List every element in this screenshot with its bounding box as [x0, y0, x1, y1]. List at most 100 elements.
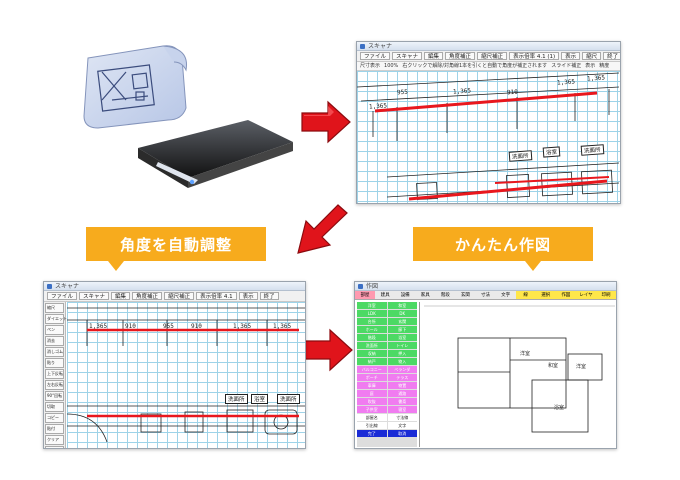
palette-button[interactable]: バルコニー	[357, 366, 387, 373]
palette-button[interactable]: 車庫	[357, 382, 387, 389]
dimension-label: 1,365	[273, 323, 292, 330]
side-tool-button[interactable]: クリア	[45, 435, 64, 445]
banner-easy-draw-label: かんたん作図	[454, 235, 551, 254]
side-tool-button[interactable]: 切取	[45, 402, 64, 412]
edit-button[interactable]: 編集	[111, 292, 131, 300]
side-tool-button[interactable]: 左右反転	[45, 380, 64, 390]
zoom-select[interactable]: 表示倍率 4.1 (1)	[509, 52, 560, 60]
palette-button[interactable]: 取消	[387, 430, 417, 437]
palette-button[interactable]: 子供室	[357, 406, 387, 413]
palette-button[interactable]: 階段	[357, 334, 387, 341]
scale-button[interactable]: 縮尺	[582, 52, 602, 60]
palette-button[interactable]: 書斎	[387, 398, 417, 405]
app-icon	[358, 284, 363, 289]
subbar-item[interactable]: 表示	[585, 63, 596, 69]
palette-button[interactable]: 引出線	[357, 422, 387, 429]
side-tool-button[interactable]: 貼り	[45, 358, 64, 368]
exit-button[interactable]: 終了	[603, 52, 620, 60]
angle-correct-button[interactable]: 角度補正	[445, 52, 476, 60]
palette-button[interactable]: 洗面所	[357, 342, 387, 349]
palette-button[interactable]: 洋室	[357, 302, 387, 309]
side-tool-button[interactable]: 印刷	[45, 446, 64, 448]
palette-button[interactable]: 通路	[387, 390, 417, 397]
palette-button[interactable]: 部屋名	[357, 414, 387, 421]
view-button[interactable]: 表示	[238, 292, 258, 300]
palette-button[interactable]: DK	[387, 310, 417, 317]
side-tool-button[interactable]: 90°回転	[45, 391, 64, 401]
category-tab[interactable]: 階段	[440, 293, 450, 298]
room-label: 洋室	[520, 351, 531, 357]
file-button[interactable]: ファイル	[360, 52, 391, 60]
side-tool-button[interactable]: ダイエット	[45, 314, 67, 324]
room-tag: 洗面所	[580, 144, 604, 156]
drawing-canvas[interactable]: 洋室 和室 洋室 浴室	[419, 302, 616, 447]
category-tab[interactable]: 寸法	[481, 293, 490, 298]
zoom-select[interactable]: 表示倍率 4.1	[196, 292, 237, 300]
side-tool-button[interactable]: コピー	[45, 413, 64, 423]
category-tab[interactable]: 家具	[420, 293, 430, 298]
scale-correct-button[interactable]: 縮尺補正	[164, 292, 195, 300]
edit-button[interactable]: 編集	[424, 52, 444, 60]
app-icon	[360, 44, 365, 49]
corrected-canvas[interactable]: 1,365 910 955 910 1,365 1,365 洗面所 浴室 洗面所	[67, 302, 305, 448]
exit-button[interactable]: 終了	[259, 292, 279, 300]
angle-correct-button[interactable]: 角度補正	[132, 292, 163, 300]
toolbar: ファイル スキャナ 編集 角度補正 縮尺補正 表示倍率 4.1 (1) 表示 縮…	[357, 51, 620, 62]
palette-button[interactable]: 寝室	[387, 406, 417, 413]
subbar-item[interactable]: 精度	[599, 63, 610, 69]
drawing-window: 作図 部屋 建具 設備 家具 階段 玄関 寸法 文字 線 選択 作図 レイヤ 印…	[354, 281, 617, 449]
palette-button[interactable]: 完了	[357, 430, 387, 437]
file-button[interactable]: ファイル	[47, 292, 78, 300]
side-tool-button[interactable]: 消去	[45, 336, 64, 346]
category-tab[interactable]: 玄関	[460, 293, 470, 298]
palette-button[interactable]: 和室	[387, 302, 417, 309]
subbar-item[interactable]: 100%	[384, 63, 399, 69]
category-tab[interactable]: 部屋	[355, 291, 376, 299]
palette-button[interactable]: 台所	[357, 318, 387, 325]
palette-button[interactable]: 物入	[387, 358, 417, 365]
palette-button[interactable]: 庭	[357, 390, 387, 397]
subbar-item[interactable]: スライド補正	[551, 63, 582, 69]
palette-button[interactable]: 文字	[387, 422, 417, 429]
side-tool-button[interactable]: 貼付	[45, 424, 64, 434]
side-tool-button[interactable]: 縮尺	[45, 303, 64, 313]
palette-button[interactable]: トイレ	[387, 342, 417, 349]
category-tab[interactable]: 設備	[400, 293, 410, 298]
palette-button[interactable]: 寸法線	[387, 414, 417, 421]
category-tab[interactable]: 文字	[501, 293, 511, 298]
palette-button[interactable]: テラス	[387, 374, 417, 381]
palette-button[interactable]: 吹抜	[357, 398, 387, 405]
side-tool-panel: 縮尺 ダイエット ペン 消去 消しゴム 貼り 上下反転 左右反転 90°回転 切…	[44, 302, 67, 448]
titlebar: 作図	[355, 282, 616, 291]
palette-button[interactable]: 納戸	[357, 358, 387, 365]
palette-button[interactable]: ホール	[357, 326, 387, 333]
side-tool-button[interactable]: 消しゴム	[45, 347, 64, 357]
dimension-label: 1,365	[368, 102, 388, 111]
palette-button[interactable]: 廊下	[387, 326, 417, 333]
dimension-label: 955	[163, 323, 174, 330]
category-tab[interactable]: 線	[515, 291, 536, 299]
side-tool-button[interactable]: ペン	[45, 325, 64, 335]
scale-correct-button[interactable]: 縮尺補正	[477, 52, 508, 60]
room-label: 和室	[548, 363, 559, 369]
palette-button[interactable]: 物置	[387, 382, 417, 389]
palette-button[interactable]: 収納	[357, 350, 387, 357]
category-tab[interactable]: レイヤ	[575, 291, 596, 299]
palette-button[interactable]: 浴室	[387, 334, 417, 341]
palette-button[interactable]: 押入	[387, 350, 417, 357]
scan-canvas[interactable]: 1,365 955 1,365 910 1,365 1,365 洗面所 浴室 洗…	[357, 71, 620, 203]
palette-button[interactable]: LDK	[357, 310, 387, 317]
banner-auto-angle: 角度を自動調整	[86, 227, 266, 271]
dimension-label: 1,365	[233, 323, 252, 330]
scanner-button[interactable]: スキャナ	[79, 292, 110, 300]
view-button[interactable]: 表示	[561, 52, 581, 60]
category-tab[interactable]: 作図	[555, 291, 576, 299]
category-tab[interactable]: 建具	[380, 293, 390, 298]
palette-button[interactable]: ポーチ	[357, 374, 387, 381]
scanner-button[interactable]: スキャナ	[392, 52, 423, 60]
side-tool-button[interactable]: 上下反転	[45, 369, 64, 379]
palette-button[interactable]: ベランダ	[387, 366, 417, 373]
palette-button[interactable]: 玄関	[387, 318, 417, 325]
category-tab[interactable]: 印刷	[595, 291, 616, 299]
category-tab[interactable]: 選択	[535, 291, 556, 299]
